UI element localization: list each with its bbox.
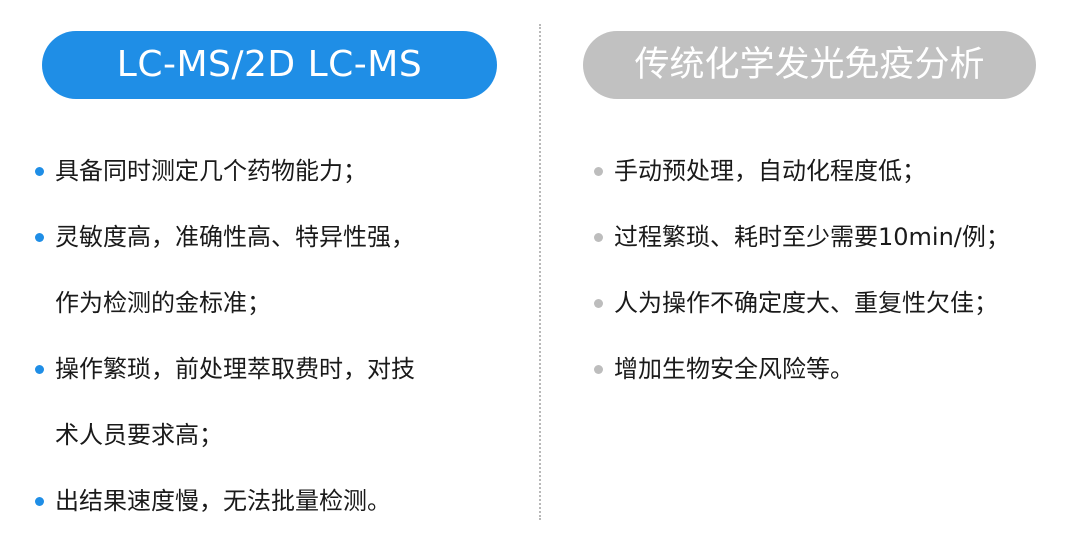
list-item-line: 手动预处理，自动化程度低； bbox=[614, 157, 926, 185]
list-item-line: 人为操作不确定度大、重复性欠佳； bbox=[614, 289, 998, 317]
list-item: 具备同时测定几个药物能力； bbox=[33, 138, 533, 204]
list-item-line: 作为检测的金标准； bbox=[55, 289, 271, 317]
list-item: 人为操作不确定度大、重复性欠佳； bbox=[592, 270, 1080, 336]
list-item-line: 术人员要求高； bbox=[55, 421, 223, 449]
list-item-line: 出结果速度慢，无法批量检测。 bbox=[55, 487, 391, 515]
lcms-title-pill: LC-MS/2D LC-MS bbox=[42, 31, 497, 99]
bullet-dot-icon bbox=[35, 233, 44, 242]
list-item-line: 操作繁琐，前处理萃取费时，对技 bbox=[55, 355, 415, 383]
bullet-dot-icon bbox=[594, 299, 603, 308]
list-item: 操作繁琐，前处理萃取费时，对技 术人员要求高； bbox=[33, 336, 533, 468]
lcms-feature-list: 具备同时测定几个药物能力； 灵敏度高，准确性高、特异性强， 作为检测的金标准； … bbox=[33, 138, 533, 534]
list-item: 灵敏度高，准确性高、特异性强， 作为检测的金标准； bbox=[33, 204, 533, 336]
list-item: 手动预处理，自动化程度低； bbox=[592, 138, 1080, 204]
bullet-dot-icon bbox=[35, 497, 44, 506]
list-item: 过程繁琐、耗时至少需要10min/例； bbox=[592, 204, 1080, 270]
chemiluminescence-feature-list: 手动预处理，自动化程度低； 过程繁琐、耗时至少需要10min/例； 人为操作不确… bbox=[592, 138, 1080, 402]
list-item: 出结果速度慢，无法批量检测。 bbox=[33, 468, 533, 534]
chemiluminescence-title-pill: 传统化学发光免疫分析 bbox=[583, 31, 1036, 99]
list-item-line: 具备同时测定几个药物能力； bbox=[55, 157, 367, 185]
bullet-dot-icon bbox=[35, 167, 44, 176]
list-item-line: 过程繁琐、耗时至少需要10min/例； bbox=[614, 223, 1010, 251]
list-item-line: 灵敏度高，准确性高、特异性强， bbox=[55, 223, 415, 251]
list-item: 增加生物安全风险等。 bbox=[592, 336, 1080, 402]
list-item-line: 增加生物安全风险等。 bbox=[614, 355, 854, 383]
bullet-dot-icon bbox=[594, 167, 603, 176]
column-divider bbox=[539, 24, 541, 520]
bullet-dot-icon bbox=[594, 365, 603, 374]
bullet-dot-icon bbox=[594, 233, 603, 242]
bullet-dot-icon bbox=[35, 365, 44, 374]
